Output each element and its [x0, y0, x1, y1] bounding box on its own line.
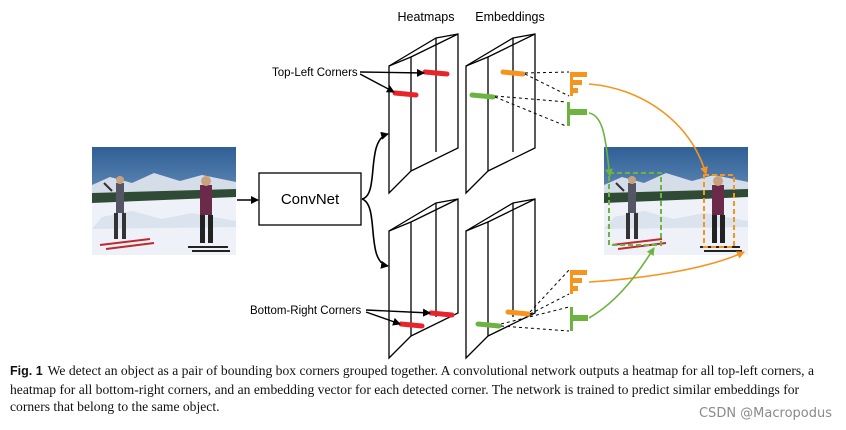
watermark: CSDN @Macropodus [698, 406, 832, 421]
tl-embed-orange [500, 69, 526, 77]
embeddings-header: Embeddings [475, 10, 545, 24]
bottom-right-corners-label: Bottom-Right Corners [250, 305, 361, 317]
br-pointer-a [365, 308, 431, 317]
heatmap-bottom-right [388, 198, 459, 360]
br-pointer-b [365, 311, 401, 326]
br-embed-orange [505, 309, 531, 317]
output-image [603, 146, 749, 256]
top-left-corners-label: Top-Left Corners [272, 67, 358, 79]
embedding-bottom-right [465, 198, 536, 360]
projection-lines [494, 71, 570, 332]
embedding-vector-orange-bottom [570, 270, 587, 294]
orange-arrow-bottom [588, 251, 745, 283]
embedding-vector-orange-top [570, 72, 587, 96]
embedding-vector-green-top [567, 102, 587, 126]
heatmaps-header: Heatmaps [398, 10, 455, 24]
green-arrow-bottom [588, 247, 655, 319]
input-image [91, 146, 237, 256]
convnet-label: ConvNet [281, 191, 340, 208]
tl-pointer-b [359, 73, 395, 93]
heatmap-top-left [388, 33, 459, 195]
caption-text: We detect an object as a pair of boundin… [10, 363, 814, 414]
orange-arrow-top [588, 83, 708, 175]
tl-corner-mark-b [392, 90, 419, 98]
convnet-box: ConvNet [258, 172, 362, 226]
tl-pointer-a [359, 68, 425, 77]
green-arrow-top [588, 112, 613, 177]
br-corner-mark-a [428, 310, 455, 318]
embedding-vector-green-bottom [570, 307, 588, 331]
br-corner-mark-b [398, 321, 425, 329]
architecture-diagram: Heatmaps Embeddings ConvNet [91, 10, 749, 360]
tl-embed-green [469, 92, 496, 100]
branch-arrow-top [361, 131, 389, 200]
br-embed-green [475, 321, 502, 329]
branch-arrow-bottom [361, 198, 389, 269]
embedding-top-left [465, 33, 536, 195]
tl-corner-mark-a [422, 69, 450, 77]
figure-label: Fig. 1 [10, 364, 43, 378]
